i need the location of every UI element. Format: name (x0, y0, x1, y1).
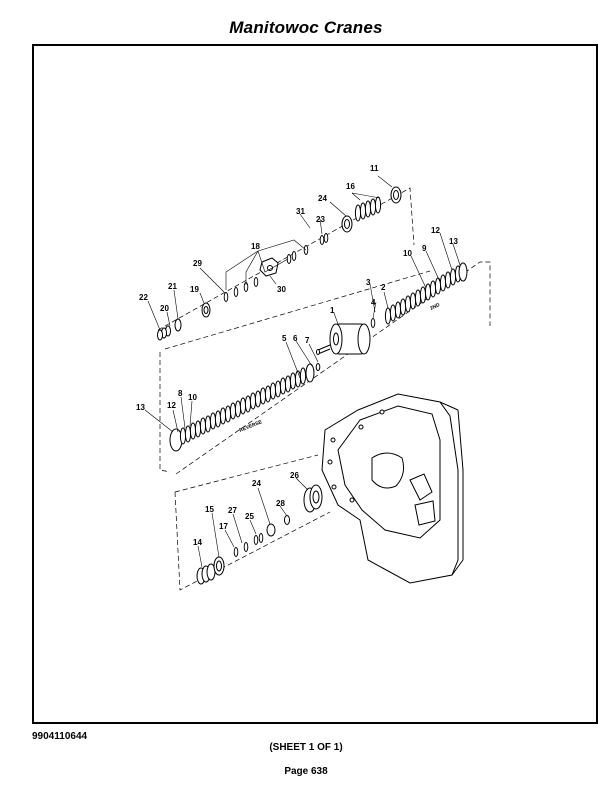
callout-18: 18 (251, 242, 260, 251)
sheet-label: (SHEET 1 OF 1) (269, 742, 343, 753)
callout-12-lower: 12 (167, 401, 176, 410)
dashed-group-outlines (157, 187, 491, 591)
callout-16: 16 (346, 182, 355, 191)
callout-31: 31 (296, 207, 305, 216)
callout-1: 1 (330, 306, 335, 315)
callout-9: 9 (422, 244, 427, 253)
callout-6: 6 (293, 334, 298, 343)
callout-4: 4 (371, 298, 376, 307)
callout-7: 7 (305, 336, 310, 345)
callout-17: 17 (219, 522, 228, 531)
transmission-housing (321, 393, 464, 584)
callout-28: 28 (276, 499, 285, 508)
callout-14: 14 (193, 538, 202, 547)
callout-21: 21 (168, 282, 177, 291)
callout-13-lower: 13 (136, 403, 145, 412)
callout-10-lower: 10 (188, 393, 197, 402)
lower-shaft-parts (196, 484, 323, 585)
callout-10-upper: 10 (403, 249, 412, 258)
page-number: Page 638 (284, 766, 328, 777)
callout-30: 30 (277, 285, 286, 294)
clutch-hub (316, 318, 376, 355)
second-clutch-pack (384, 262, 468, 325)
diagram-frame (32, 44, 598, 724)
callout-24-upper: 24 (318, 194, 327, 203)
callout-29: 29 (193, 259, 202, 268)
callout-27: 27 (228, 506, 237, 515)
callout-numbers: 11 16 24 31 23 18 29 30 21 19 22 20 12 1… (136, 164, 458, 547)
callout-20: 20 (160, 304, 169, 313)
callout-24-lower: 24 (252, 479, 261, 488)
leader-lines (144, 175, 461, 568)
document-number: 9904110644 (32, 731, 88, 742)
callout-15: 15 (205, 505, 214, 514)
page-title: Manitowoc Cranes (229, 18, 383, 37)
callout-23: 23 (316, 215, 325, 224)
upper-shaft-parts (157, 186, 402, 341)
second-pack-stamp: 2ND (429, 302, 441, 312)
reverse-clutch-pack (169, 363, 321, 452)
callout-26: 26 (290, 471, 299, 480)
callout-19: 19 (190, 285, 199, 294)
callout-25: 25 (245, 512, 254, 521)
callout-5: 5 (282, 334, 287, 343)
callout-11: 11 (370, 164, 379, 173)
callout-22: 22 (139, 293, 148, 302)
callout-3: 3 (366, 278, 371, 287)
callout-13-upper: 13 (449, 237, 458, 246)
callout-2: 2 (381, 283, 386, 292)
callout-12-upper: 12 (431, 226, 440, 235)
callout-8: 8 (178, 389, 183, 398)
